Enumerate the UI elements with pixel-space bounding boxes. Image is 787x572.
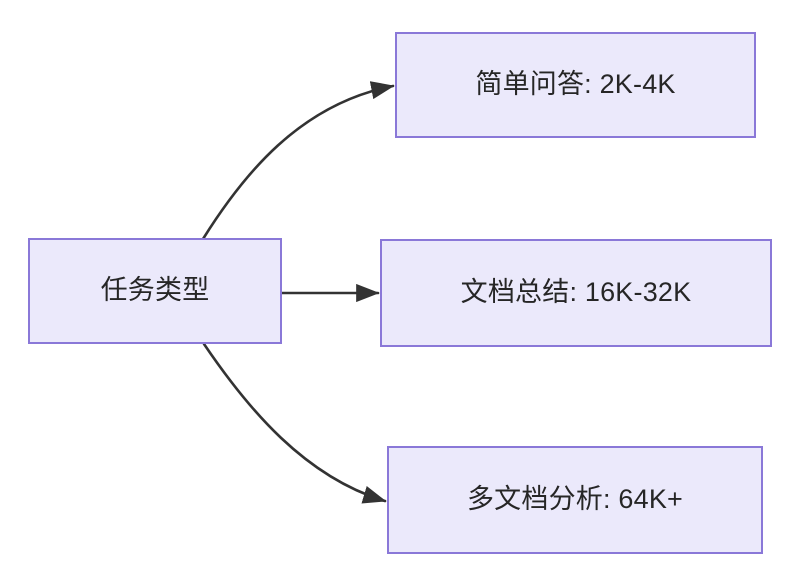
node-multi-doc-analysis[interactable]: 多文档分析: 64K+ bbox=[387, 446, 763, 554]
node-doc-summary-label: 文档总结: 16K-32K bbox=[460, 277, 692, 308]
edge-root-to-multi-doc bbox=[202, 342, 387, 504]
node-simple-qa-label: 简单问答: 2K-4K bbox=[475, 69, 676, 100]
node-multi-doc-analysis-label: 多文档分析: 64K+ bbox=[466, 484, 683, 515]
edge-root-to-simple-qa bbox=[201, 81, 395, 241]
node-doc-summary[interactable]: 文档总结: 16K-32K bbox=[380, 239, 772, 347]
node-simple-qa[interactable]: 简单问答: 2K-4K bbox=[395, 32, 756, 138]
node-task-type[interactable]: 任务类型 bbox=[28, 238, 282, 344]
node-task-type-label: 任务类型 bbox=[100, 275, 210, 306]
